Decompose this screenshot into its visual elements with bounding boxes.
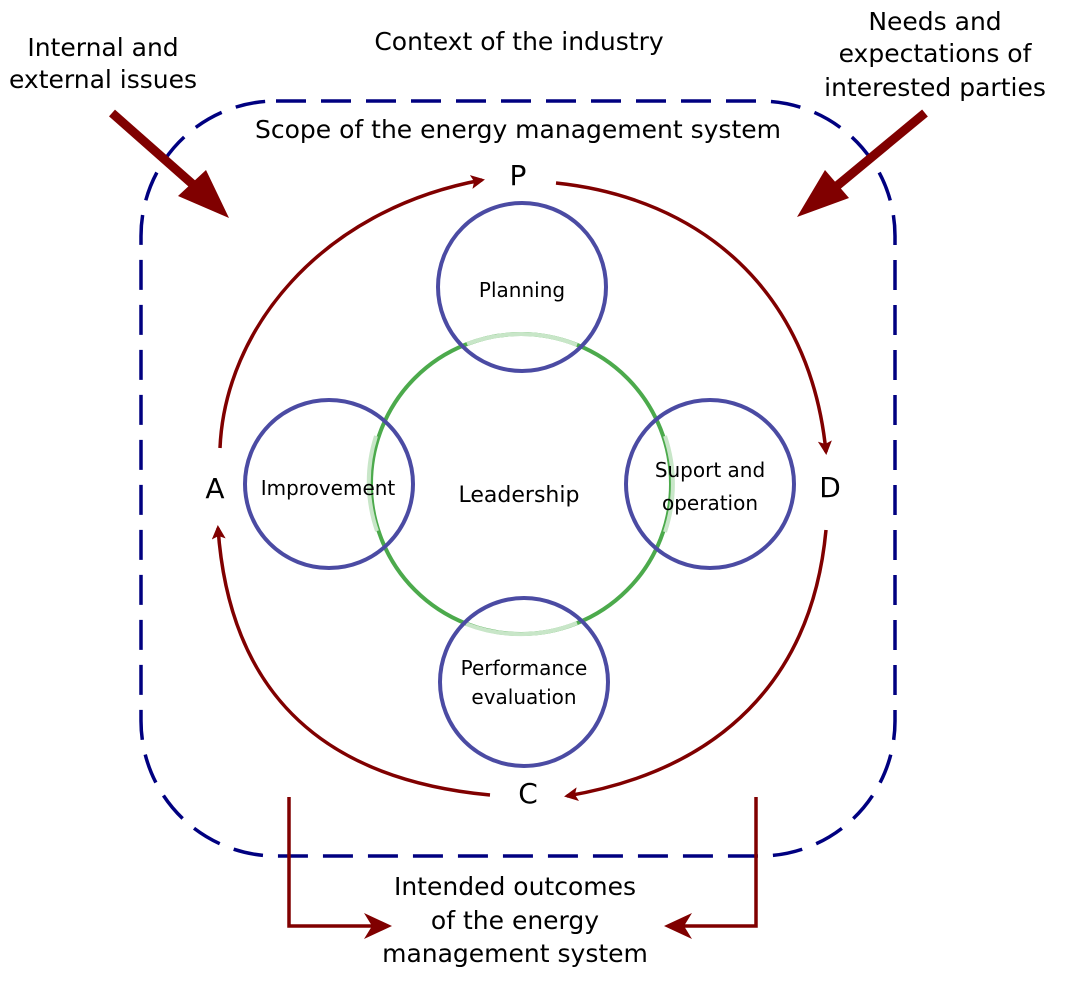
arrow-outcome-right	[682, 797, 758, 928]
performance-circle	[438, 596, 610, 768]
arrow-p-to-d	[555, 181, 832, 455]
support-circle	[624, 398, 796, 570]
scope-label: Scope of the energy management system	[255, 115, 781, 144]
arrow-a-to-p	[218, 175, 485, 449]
internal-issues-label-line2: external issues	[9, 65, 197, 94]
outcome-label-line1: Intended outcomes	[394, 872, 636, 901]
pdca-arrows	[211, 175, 832, 802]
planning-circle	[436, 201, 608, 373]
internal-issues-label-line1: Internal and	[27, 33, 178, 62]
interested-parties-label-line1: Needs and	[868, 7, 1001, 36]
scope-boundary	[139, 99, 897, 858]
pdca-do-letter: D	[819, 471, 841, 504]
performance-label-line1: Performance	[461, 656, 588, 680]
arrow-d-to-c	[564, 529, 828, 802]
performance-label-line2: evaluation	[471, 685, 576, 709]
improvement-label: Improvement	[261, 476, 396, 500]
support-label-line1: Suport and	[655, 458, 765, 482]
leadership-label: Leadership	[459, 483, 580, 508]
planning-label: Planning	[479, 278, 565, 302]
outcome-label-line3: management system	[382, 939, 648, 968]
pdca-check-letter: C	[518, 777, 538, 810]
improvement-circle	[243, 398, 415, 570]
input-arrows	[109, 109, 928, 218]
interested-parties-label-line3: interested parties	[824, 73, 1046, 102]
pdca-act-letter: A	[205, 472, 224, 505]
arrow-interested-parties	[823, 109, 928, 199]
interested-parties-label-line2: expectations of	[839, 39, 1033, 68]
outcome-label-line2: of the energy	[431, 906, 599, 935]
arrow-outcome-left	[287, 797, 372, 928]
outcome-arrows	[287, 797, 758, 928]
support-label-line2: operation	[662, 491, 758, 515]
arrow-internal-external-issues	[109, 109, 209, 200]
pdca-plan-letter: P	[510, 159, 527, 192]
context-label: Context of the industry	[374, 27, 664, 56]
leadership-circle-faded-arcs	[366, 332, 675, 637]
arrow-c-to-a	[211, 525, 491, 797]
